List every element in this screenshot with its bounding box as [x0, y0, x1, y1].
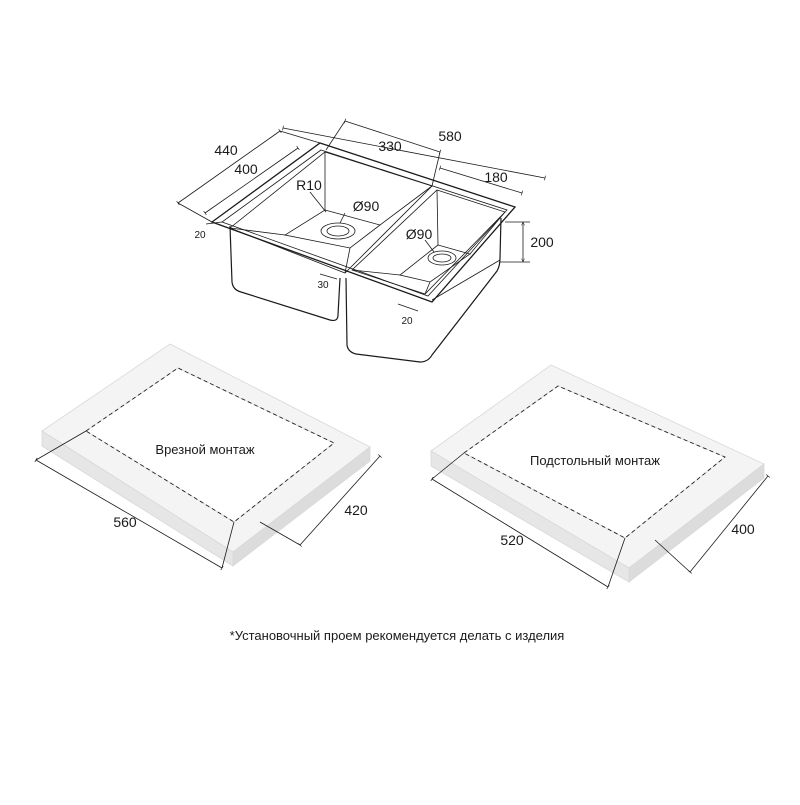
dim-20-left: 20: [194, 230, 206, 241]
left-drain: [320, 222, 356, 240]
inset-label: Врезной монтаж: [155, 442, 254, 457]
right-bowl-body: [345, 217, 502, 363]
dim-330: 330: [378, 138, 402, 154]
dim-420: 420: [344, 502, 368, 518]
dim-580: 580: [438, 128, 462, 144]
dim-520: 520: [500, 532, 524, 548]
dim-dia90-left: Ø90: [353, 198, 380, 214]
right-drain: [427, 250, 457, 266]
left-bowl-body: [229, 225, 341, 322]
dim-180: 180: [484, 169, 508, 185]
undermount-label: Подстольный монтаж: [530, 453, 660, 468]
footnote: *Установочный проем рекомендуется делать…: [230, 628, 565, 643]
dim-400-undermount: 400: [731, 521, 755, 537]
dim-440: 440: [214, 142, 238, 158]
dim-r10: R10: [296, 177, 322, 193]
undermount-slab-front-left: [430, 450, 630, 583]
undermount-slab: Подстольный монтаж 520 400: [430, 364, 771, 590]
inset-mount-slab: Врезной монтаж 560 420: [34, 343, 383, 571]
sink-drawing: 440 400 330 580 180 200 R10 Ø90 Ø90 20 3…: [176, 118, 554, 363]
left-bowl-floor: [283, 209, 381, 249]
dim-400: 400: [234, 161, 258, 177]
dim-200: 200: [530, 234, 554, 250]
dim-dia90-right: Ø90: [406, 226, 433, 242]
dim-560: 560: [113, 514, 137, 530]
right-bowl-floor: [399, 244, 471, 283]
dim-20-right: 20: [401, 316, 413, 327]
dim-30: 30: [317, 280, 329, 291]
